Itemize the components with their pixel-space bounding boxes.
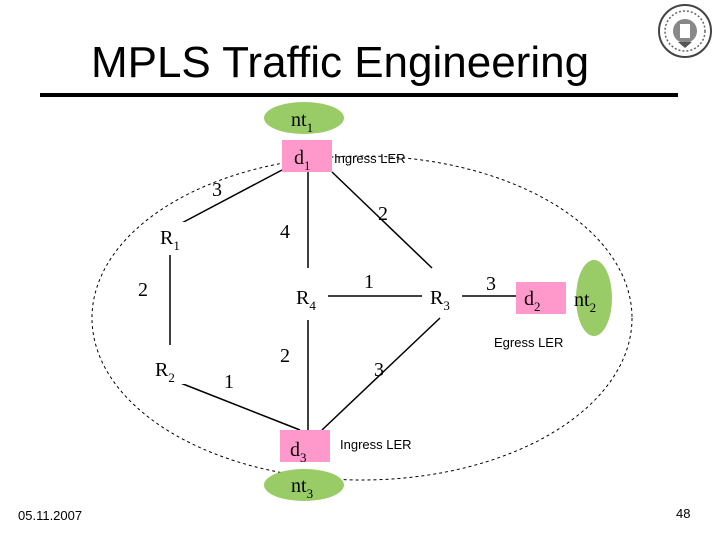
svg-text:R2: R2 <box>155 359 175 385</box>
node-r4: R4 <box>288 280 328 313</box>
node-nt1: nt1 <box>264 102 344 135</box>
weight-r3-d3: 3 <box>374 359 384 381</box>
weight-r4-d3: 2 <box>280 345 290 367</box>
node-d2: d2 <box>516 282 566 314</box>
node-r1: R1 <box>152 222 192 253</box>
svg-text:R1: R1 <box>160 227 180 253</box>
weight-r2-d3: 1 <box>224 371 234 393</box>
weight-d1-r1: 3 <box>212 179 222 201</box>
egress-label: Egress LER <box>494 335 563 350</box>
node-d1: d1 <box>282 140 332 173</box>
svg-text:R4: R4 <box>296 287 316 313</box>
network-boundary <box>91 155 633 481</box>
institute-logo-icon <box>656 2 714 60</box>
svg-text:R3: R3 <box>430 287 450 313</box>
edge-d1-r1 <box>177 169 283 226</box>
svg-text:nt3: nt3 <box>291 475 313 501</box>
page-number: 48 <box>676 506 691 521</box>
edge-d1-r3 <box>331 171 433 269</box>
footer-date: 05.11.2007 <box>18 508 83 523</box>
node-r3: R3 <box>422 280 462 313</box>
weight-r3-d2: 3 <box>486 273 496 295</box>
svg-text:nt1: nt1 <box>291 109 313 135</box>
svg-text:d2: d2 <box>524 288 541 314</box>
node-d3: d3 <box>280 430 330 465</box>
svg-text:d3: d3 <box>290 439 307 465</box>
edge-r3-d3 <box>321 317 441 431</box>
weight-d1-r3: 2 <box>378 203 388 225</box>
weight-d1-r4: 4 <box>280 221 290 243</box>
slide-title: MPLS Traffic Engineering <box>90 38 590 87</box>
svg-text:nt2: nt2 <box>574 289 596 315</box>
edge-r2-d3 <box>177 381 301 431</box>
weight-r4-r3: 1 <box>364 271 374 293</box>
title-divider <box>40 93 678 97</box>
ingress-label-top: Ingress LER <box>334 151 406 166</box>
svg-text:d1: d1 <box>294 147 311 173</box>
weight-r1-r2: 2 <box>138 279 148 301</box>
ingress-label-bottom: Ingress LER <box>340 437 412 452</box>
node-nt3: nt3 <box>264 469 344 501</box>
node-r2: R2 <box>148 352 190 385</box>
node-nt2: nt2 <box>574 260 612 336</box>
